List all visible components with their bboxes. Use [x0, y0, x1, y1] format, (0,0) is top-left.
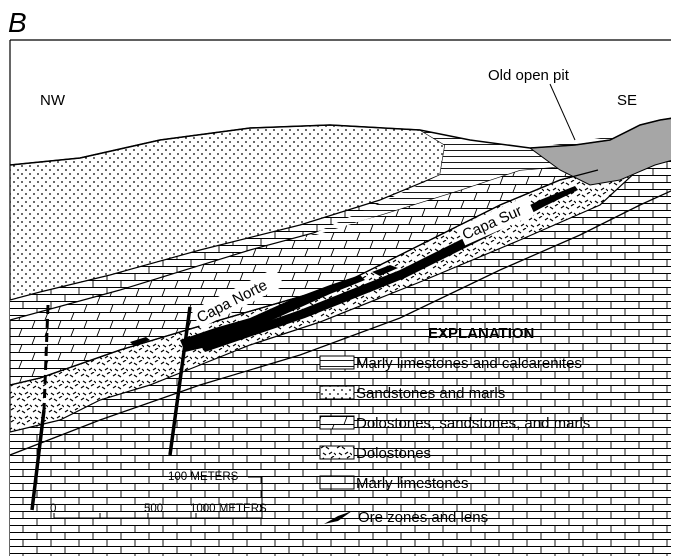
legend-swatch-dolostones [319, 445, 355, 460]
legend-label: Sandstones and marls [356, 385, 505, 402]
ore-zones [130, 186, 578, 352]
label-old-open-pit: Old open pit [488, 67, 570, 84]
fault-middle [168, 306, 192, 456]
faults [30, 304, 192, 511]
legend-swatch-sandstones-marls [319, 385, 355, 400]
topographic-surface [10, 117, 671, 166]
ore-lens-small [130, 337, 150, 346]
panel-letter: B [8, 7, 27, 38]
scale-label-0: 0 [50, 503, 56, 515]
ore-lens-capa-norte [180, 275, 365, 352]
legend-swatch-ore-zones [324, 511, 352, 524]
fault-left [30, 409, 46, 511]
leader-old-open-pit [549, 83, 576, 141]
label-nw: NW [40, 92, 66, 109]
lower-contact [10, 190, 671, 456]
explanation-legend: EXPLANATION Marly limestones and calcare… [319, 325, 590, 526]
ore-lens-capa-sur [200, 186, 578, 352]
legend-label: Ore zones and lens [358, 509, 488, 526]
ore-lens-upper [372, 265, 398, 276]
legend-item-2: Dolostones, sandstones, and marls [319, 415, 590, 432]
vertical-scale-label: 100 METERS [168, 471, 239, 483]
scale-label-500: 500 [144, 503, 163, 515]
scale-bars: 100 METERS 0 500 1000 METERS [50, 471, 267, 519]
scale-label-1000: 1000 METERS [190, 503, 267, 515]
legend-item-1: Sandstones and marls [319, 385, 505, 402]
legend-item-5: Ore zones and lens [324, 509, 488, 526]
legend-swatch-dolostones-sandstones-marls [319, 415, 355, 430]
legend-swatch-marly-limestones [319, 475, 355, 490]
legend-item-3: Dolostones [319, 445, 431, 462]
legend-item-4: Marly limestones [319, 475, 469, 492]
label-se: SE [617, 92, 637, 109]
legend-label: Dolostones, sandstones, and marls [356, 415, 590, 432]
legend-item-0: Marly limestones and calcarenites [319, 355, 582, 372]
legend-label: Marly limestones [356, 475, 469, 492]
section-body [10, 117, 671, 556]
legend-title: EXPLANATION [428, 325, 534, 342]
fault-dashed [42, 304, 50, 411]
legend-label: Marly limestones and calcarenites [356, 355, 582, 372]
legend-label: Dolostones [356, 445, 431, 462]
legend-swatch-marly-calcarenites [319, 355, 355, 370]
